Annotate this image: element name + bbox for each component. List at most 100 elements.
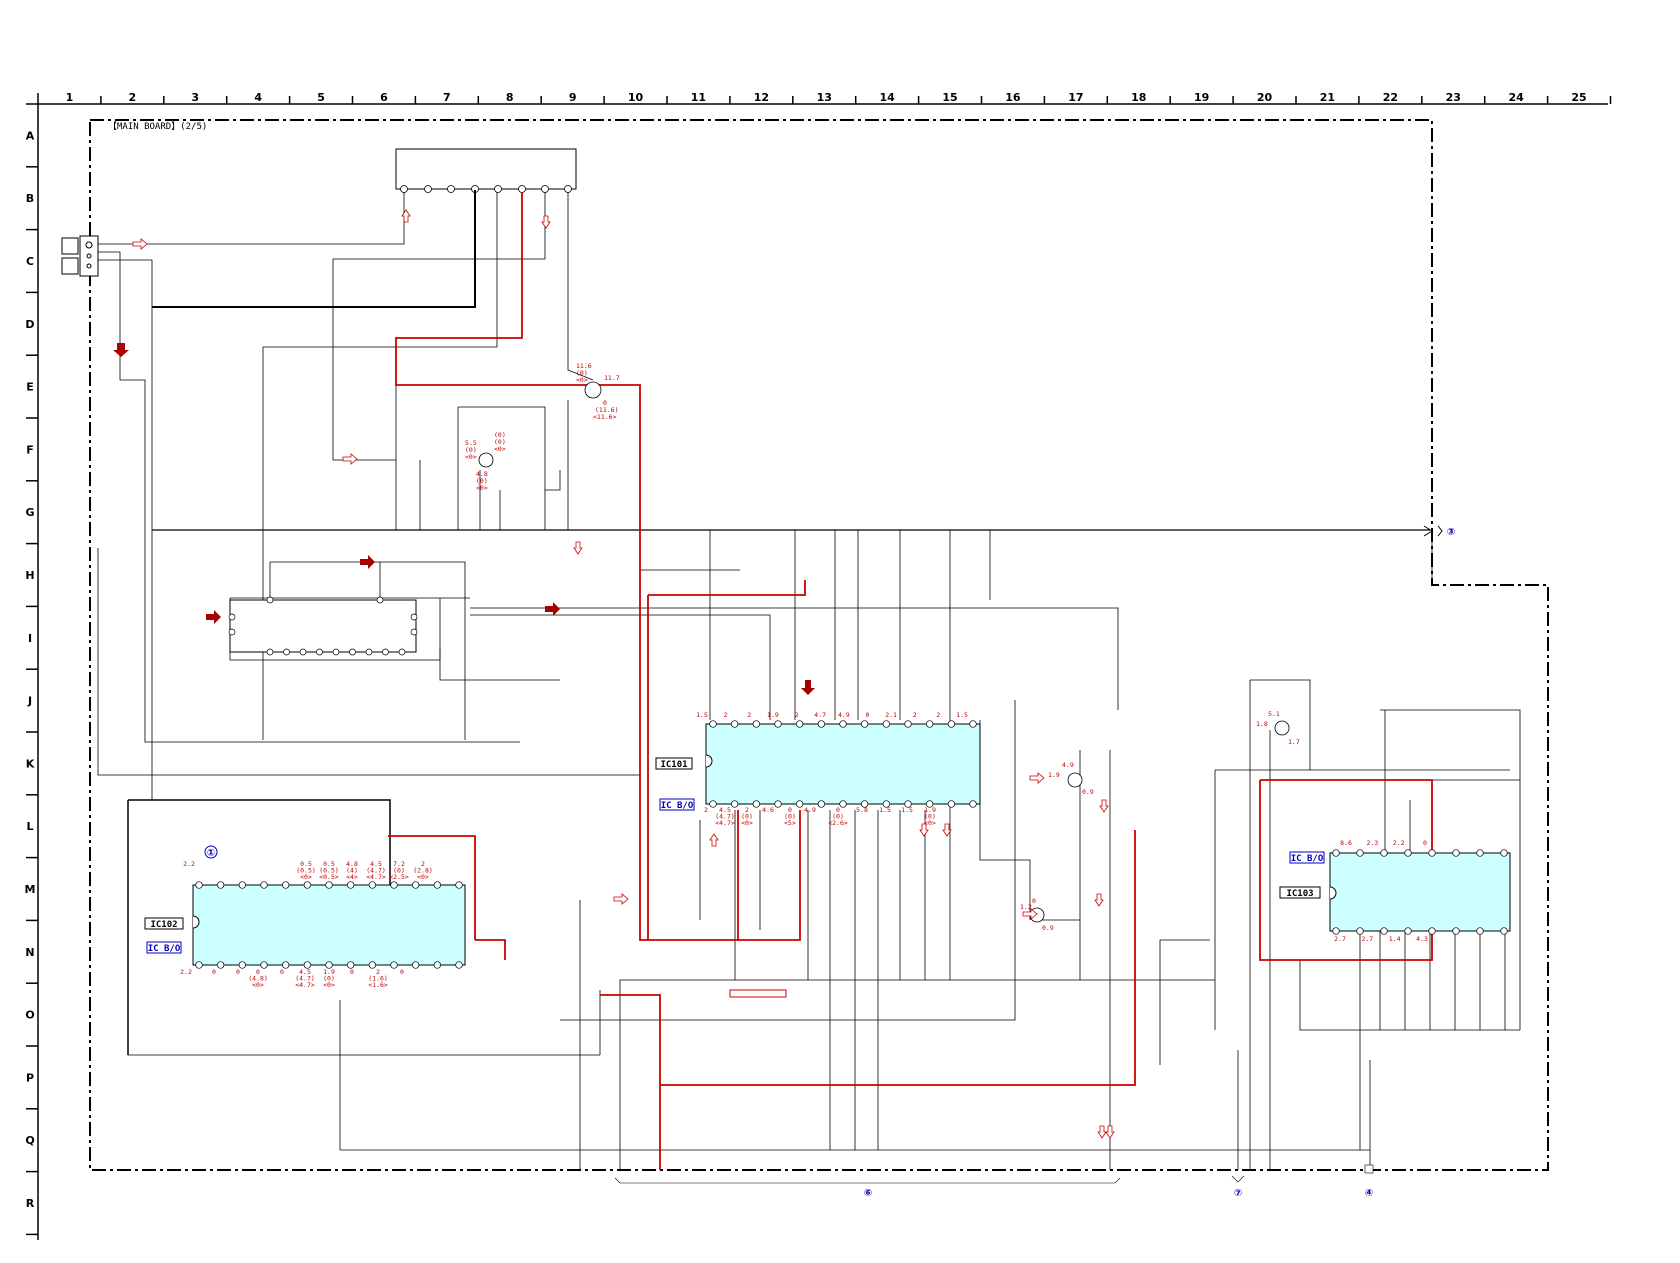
voltage-label: 4.9: [838, 711, 850, 719]
voltage-label: 2.7: [1334, 935, 1346, 943]
module-pin: [349, 648, 356, 656]
ic102-io-label: IC B/O: [148, 944, 181, 954]
grid-column-label: 12: [754, 91, 769, 104]
ic-pin: [1500, 927, 1508, 935]
grid-column-label: 6: [380, 91, 388, 104]
grid-column-label: 2: [129, 91, 137, 104]
ic-pin: [282, 961, 290, 969]
ic-pin: [325, 961, 333, 969]
voltage-label: 5.8: [856, 806, 868, 814]
voltage-label: 2: [376, 968, 380, 976]
voltage-label: <4>: [346, 873, 358, 881]
test-point-box: [729, 989, 787, 998]
voltage-label: 0: [788, 806, 792, 814]
ic-pin: [433, 881, 441, 889]
ic-pin: [412, 961, 420, 969]
svg-text:(0): (0): [576, 369, 588, 377]
svg-text:<0>: <0>: [465, 453, 477, 461]
svg-text:11.7: 11.7: [604, 374, 620, 382]
ic-pin: [926, 800, 934, 808]
ic-pin: [774, 800, 782, 808]
grid-column-label: 16: [1005, 91, 1021, 104]
module-pin: [365, 648, 373, 656]
ic-pin: [1428, 927, 1436, 935]
ic-pin: [238, 961, 246, 969]
voltage-q-top: 11.6 (0) <0> 11.7 0 (11.6) <11.6>: [576, 362, 620, 421]
grid-row-label: J: [27, 695, 32, 708]
ic-pin: [1380, 849, 1388, 857]
voltage-label: <0>: [252, 981, 264, 989]
svg-text:(0): (0): [494, 438, 506, 446]
ic-pin: [433, 961, 441, 969]
ic-pin: [796, 720, 804, 728]
ic-pin: [947, 800, 955, 808]
voltage-label: (4): [346, 867, 358, 875]
ic-pin: [709, 720, 717, 728]
ic-pin: [839, 720, 847, 728]
ic-pin: [390, 881, 398, 889]
ic-pin: [947, 720, 955, 728]
ic-pin: [217, 881, 225, 889]
voltage-label: 1.5: [696, 711, 708, 719]
voltage-label: 1.9: [323, 968, 335, 976]
voltage-label: 1.5: [901, 806, 913, 814]
voltage-label: (4.7): [366, 867, 386, 875]
ic-pin: [303, 881, 311, 889]
voltage-label: 2: [704, 806, 708, 814]
module-pin: [266, 596, 274, 604]
voltage-label: <0>: [323, 981, 335, 989]
module-pin: [228, 628, 236, 636]
voltage-label: (4.8): [248, 975, 268, 983]
voltage-label: (4.7): [295, 975, 315, 983]
svg-text:4.9: 4.9: [1062, 761, 1074, 769]
grid-column-label: 18: [1131, 91, 1146, 104]
ic-pin: [325, 881, 333, 889]
ic-pin: [260, 881, 268, 889]
grid-row-label: O: [25, 1009, 34, 1022]
ic-pin: [347, 881, 355, 889]
grid-column-label: 21: [1320, 91, 1335, 104]
svg-text:0: 0: [1032, 897, 1036, 905]
svg-text:4.8: 4.8: [476, 470, 488, 478]
voltage-label: 0: [836, 806, 840, 814]
ic-pin: [368, 961, 376, 969]
voltage-label: (1.6): [368, 975, 388, 983]
grid-row-label: L: [26, 820, 33, 833]
voltage-label: 2.3: [1366, 839, 1378, 847]
grid-column-label: 3: [191, 91, 199, 104]
grid-column-label: 8: [506, 91, 514, 104]
svg-text:0: 0: [603, 399, 607, 407]
ic-pin: [1356, 849, 1364, 857]
ic101-io-label: IC B/O: [661, 801, 694, 811]
grid-column-label: 19: [1194, 91, 1209, 104]
voltage-label: <2.5>: [389, 873, 409, 881]
voltage-label: 2: [745, 806, 749, 814]
ic-pin: [1452, 927, 1460, 935]
voltage-label: <5>: [784, 819, 796, 827]
voltage-label: 4.3: [1416, 935, 1428, 943]
ic103-io-label: IC B/O: [1291, 854, 1324, 864]
svg-text:1.7: 1.7: [1288, 738, 1300, 746]
svg-text:0.9: 0.9: [1042, 924, 1054, 932]
voltage-label: <0>: [924, 819, 936, 827]
ic-pin: [1404, 849, 1412, 857]
svg-text:5.5: 5.5: [465, 439, 477, 447]
svg-text:④: ④: [1365, 1188, 1373, 1199]
grid-column-label: 20: [1257, 91, 1273, 104]
module-pin: [410, 628, 418, 636]
ic-pin: [1500, 849, 1508, 857]
voltage-label: <4.7>: [366, 873, 386, 881]
connector-6: ⑥: [614, 1177, 1121, 1199]
voltage-label: 2: [936, 711, 940, 719]
module-pin: [376, 596, 384, 604]
voltage-label: <4.7>: [715, 819, 735, 827]
grid-column-label: 5: [317, 91, 325, 104]
voltage-label: 2: [421, 860, 425, 868]
